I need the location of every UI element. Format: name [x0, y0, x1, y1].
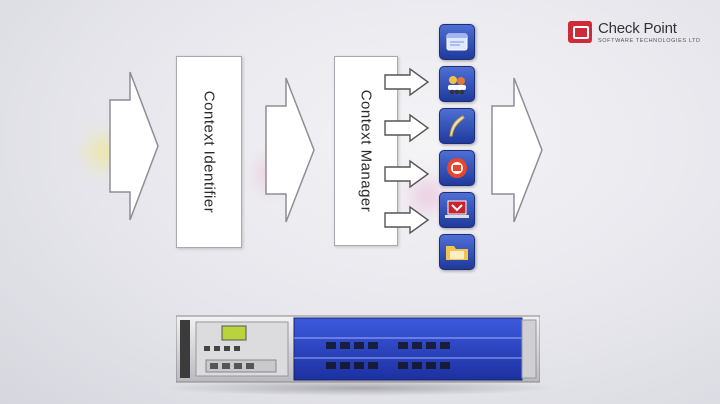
users-icon: [439, 66, 475, 102]
alert-icon: [439, 150, 475, 186]
folder-icon: [439, 234, 475, 270]
small-arrow: [384, 205, 430, 235]
laptop-icon: [439, 192, 475, 228]
context-identifier-box: Context Identifier: [176, 56, 242, 248]
small-arrow: [384, 113, 430, 143]
logo-tagline: SOFTWARE TECHNOLOGIES LTD: [598, 38, 701, 44]
context-manager-label: Context Manager: [357, 89, 375, 213]
security-appliance-image: [176, 315, 540, 383]
quill-icon: [439, 108, 475, 144]
check-point-logo: Check Point SOFTWARE TECHNOLOGIES LTD: [568, 20, 708, 46]
input-flow-arrow: [109, 71, 159, 221]
logo-name: Check Point: [598, 20, 677, 37]
appliance-shadow: [160, 380, 560, 396]
window-icon: [439, 24, 475, 60]
middle-flow-arrow: [265, 77, 315, 223]
small-arrow: [384, 67, 430, 97]
small-arrow: [384, 159, 430, 189]
output-flow-arrow: [491, 77, 543, 223]
pink-glow: [412, 180, 442, 210]
logo-icon: [568, 21, 592, 43]
context-identifier-label: Context Identifier: [200, 90, 218, 214]
